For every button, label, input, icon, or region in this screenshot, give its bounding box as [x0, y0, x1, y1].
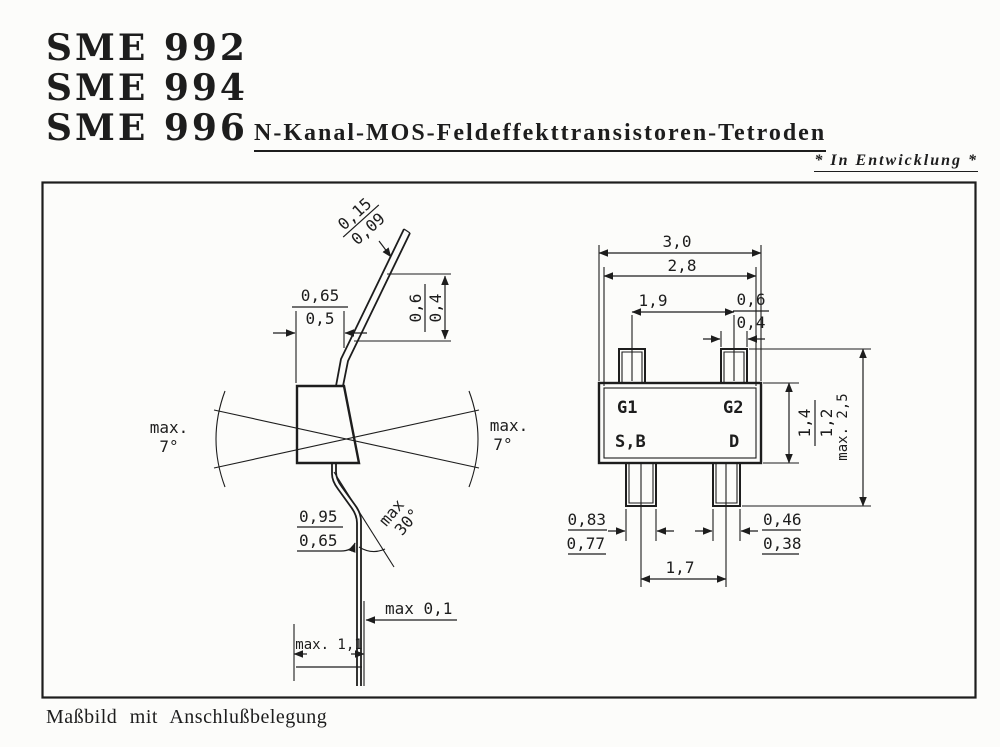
dim-pitch-bottom-lines [640, 463, 727, 587]
part-number-sme992: SME 992 [46, 27, 248, 69]
dim-lead-thickness-label: max 0,1 [385, 599, 452, 618]
dim-bend-max-label: 0,95 [299, 507, 338, 526]
dim-pin-br-min-label: 0,38 [763, 534, 802, 553]
tilt-right-angle-label: 7° [493, 435, 512, 454]
tilt-right-max-label: max. [490, 416, 529, 435]
dim-body-width-max-label: 3,0 [663, 232, 692, 251]
bend-angle-lines [333, 471, 395, 568]
lead-tip-leader [378, 240, 392, 258]
dim-lead-end [354, 273, 451, 342]
pin-label-d: D [729, 432, 739, 452]
tilt-angle-lines [213, 390, 480, 488]
tilt-left-angle-label: 7° [159, 437, 178, 456]
dim-bend-min-label: 0,65 [299, 531, 338, 550]
top-view: G1 G2 S,B D 3,0 2,8 [566, 232, 871, 587]
dimension-drawing: max. 7° max. 7° 0,65 0,5 0,15 [41, 181, 977, 699]
package-body-side [295, 384, 361, 465]
part-numbers: SME 992 SME 994 SME 996 [46, 28, 248, 148]
dim-top-width-min-label: 0,5 [306, 309, 335, 328]
dim-pin-bl-max-label: 0,83 [567, 510, 606, 529]
dim-pin-bl-lines [568, 509, 674, 555]
package-body-top [597, 381, 763, 465]
dim-pin-top-max-label: 0,6 [737, 290, 766, 309]
pin-label-sb: S,B [615, 432, 646, 452]
drawing-frame: max. 7° max. 7° 0,65 0,5 0,15 [41, 181, 977, 699]
dim-body-height-labels: 1,4 1,2 [795, 400, 836, 446]
part-number-sme996: SME 996 [46, 107, 248, 149]
dim-body-width-min-label: 2,8 [668, 256, 697, 275]
dim-body-height-max-label: 1,4 [795, 409, 814, 438]
pin-label-g1: G1 [617, 398, 637, 418]
page-title: N-Kanal-MOS-Feldeffekttransistoren-Tetro… [254, 120, 827, 152]
dim-lead-end-max-label: 0,6 [406, 294, 425, 323]
dim-pin-top-lines [703, 310, 769, 347]
dim-lead-end-labels: 0,6 0,4 [406, 284, 445, 332]
dim-top-width-max-label: 0,65 [301, 286, 340, 305]
dim-lead-end-min-label: 0,4 [426, 294, 445, 323]
dim-pin-br-max-label: 0,46 [763, 510, 802, 529]
dim-pitch-top-lines [631, 308, 735, 381]
tilt-left-max-label: max. [150, 418, 189, 437]
dim-bend-lines [297, 526, 356, 553]
dim-body-height-lines [763, 382, 799, 464]
dim-body-width-lines [598, 245, 762, 386]
dim-pin-bl-min-label: 0,77 [566, 534, 605, 553]
top-lead [335, 228, 411, 387]
development-note: * In Entwicklung * [814, 152, 978, 172]
side-view: max. 7° max. 7° 0,65 0,5 0,15 [150, 194, 529, 686]
bend-angle-labels: max 30° [375, 495, 424, 539]
dim-lead-tip: 0,15 0,09 [334, 194, 389, 249]
dim-overall-label-group: max. 2,5 [835, 393, 851, 460]
dim-pin-top-min-label: 0,4 [737, 313, 766, 332]
frame-border [41, 181, 977, 699]
dim-top-width [273, 306, 367, 383]
dim-pin-br-lines [695, 509, 801, 555]
dim-overall-label: max. 2,5 [835, 393, 851, 460]
dim-pitch-top-label: 1,9 [639, 291, 668, 310]
dim-standoff-lines [293, 601, 365, 686]
dim-standoff-label: max. 1,1 [295, 637, 362, 653]
pin-label-g2: G2 [723, 398, 743, 418]
dim-body-height-min-label: 1,2 [817, 409, 836, 438]
dim-overall-lines [742, 348, 871, 507]
figure-caption: Maßbild mit Anschlußbelegung [46, 706, 328, 728]
dim-pitch-bottom-label: 1,7 [666, 558, 695, 577]
part-number-sme994: SME 994 [46, 67, 248, 109]
